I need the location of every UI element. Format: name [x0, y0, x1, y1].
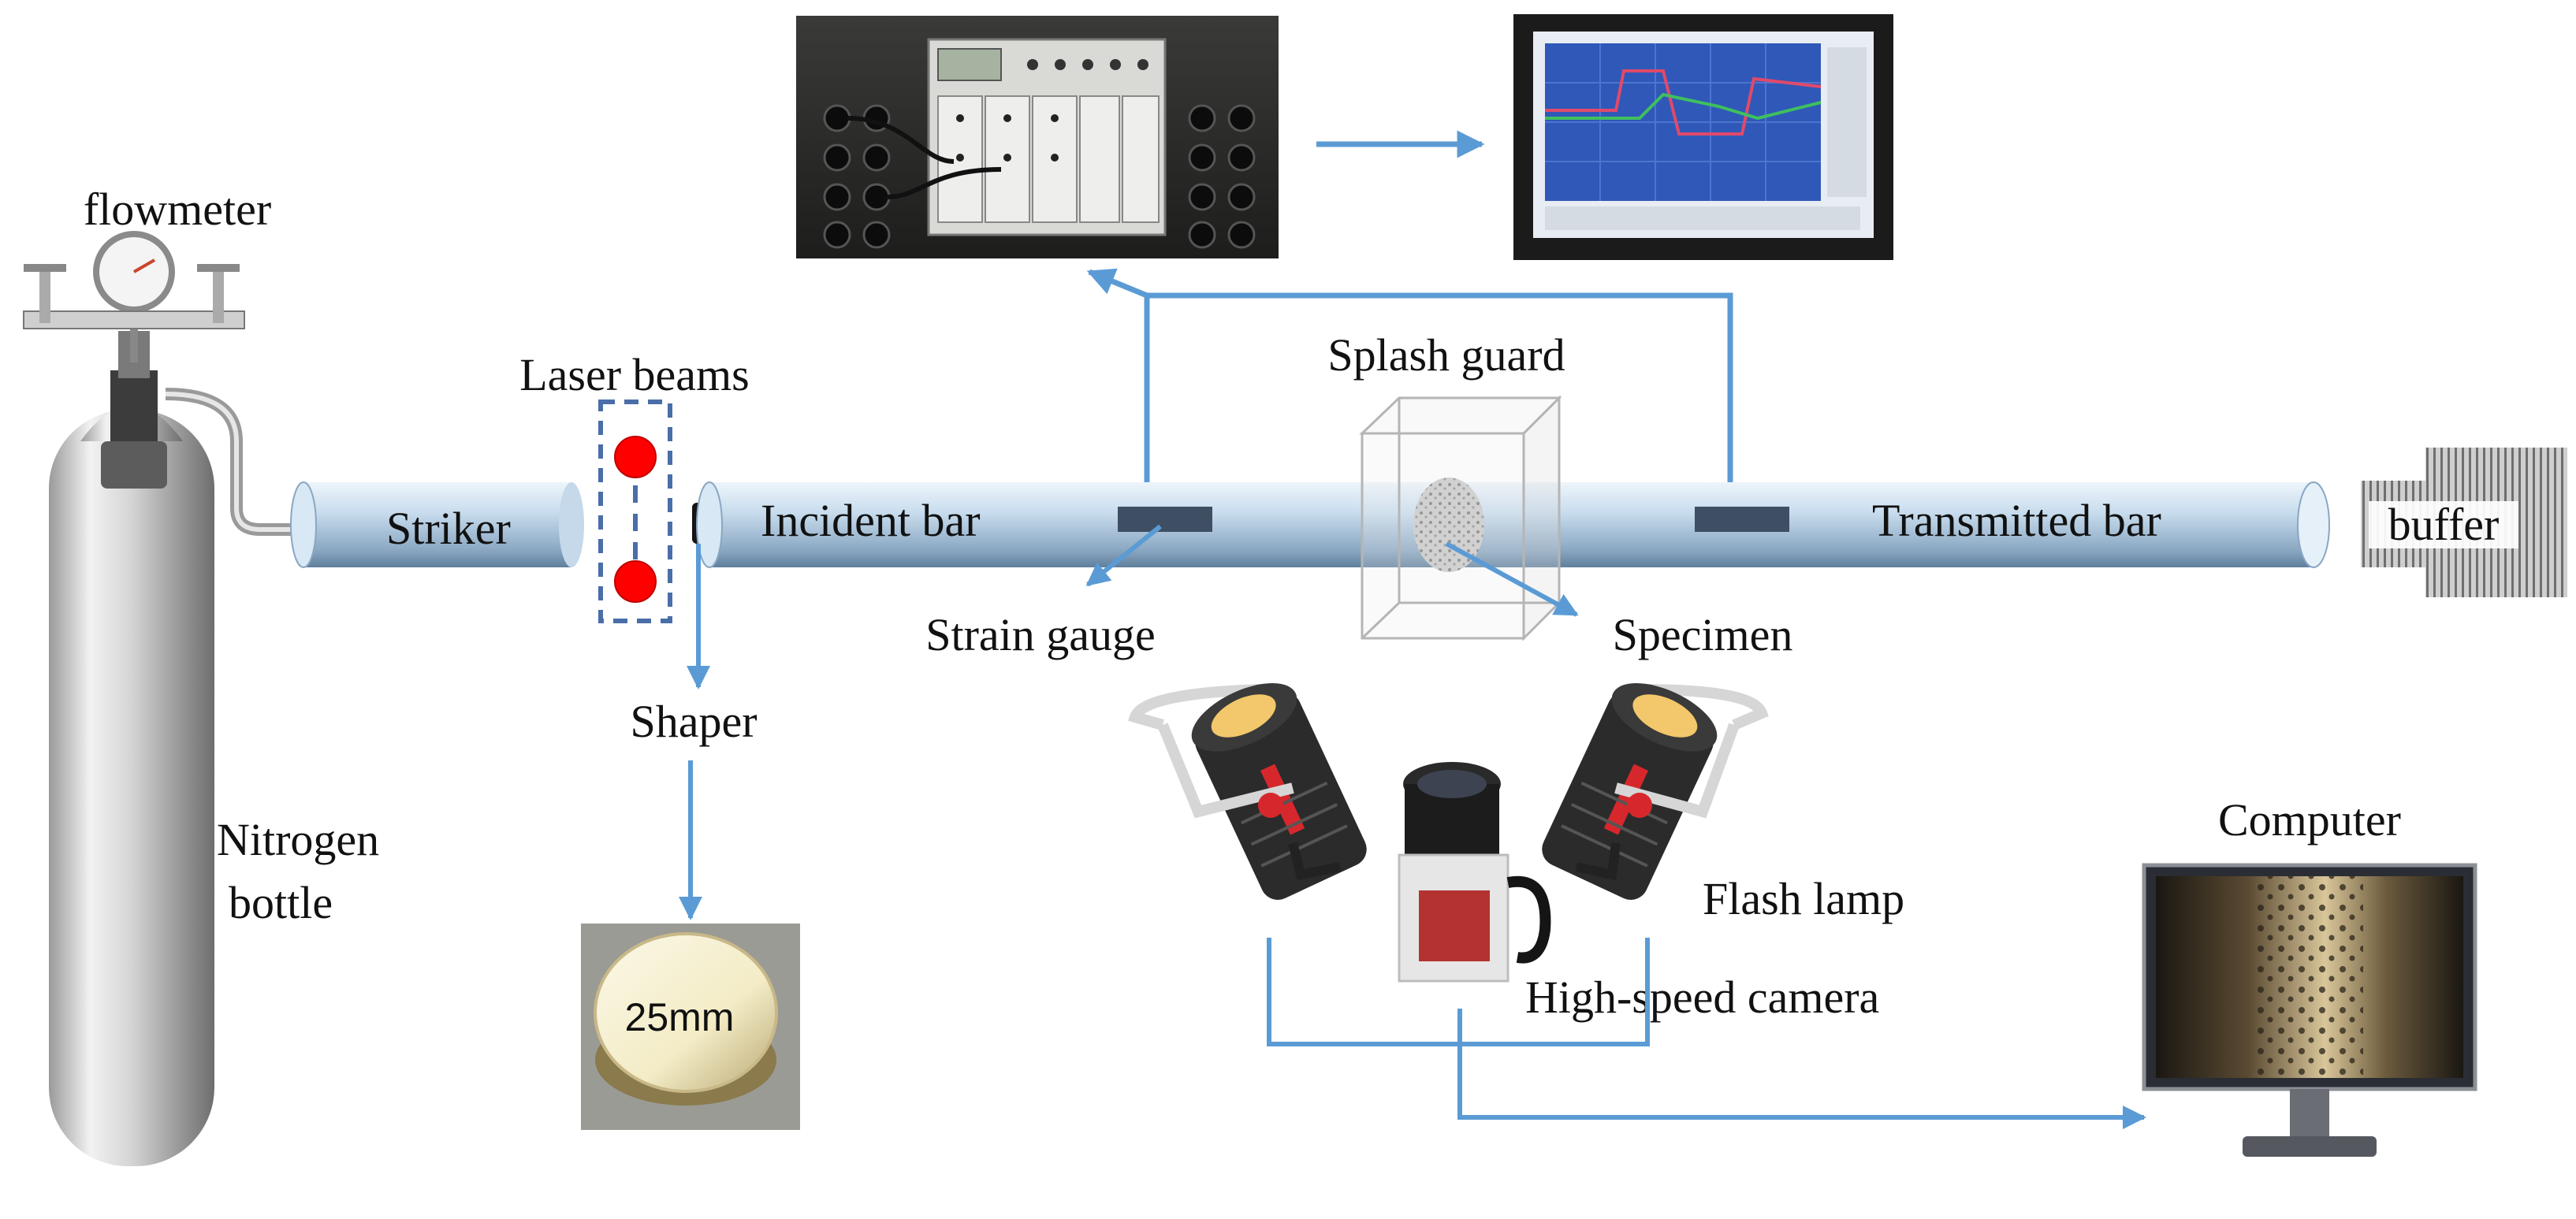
shaper-photo [581, 924, 800, 1130]
bottle-label: bottle [229, 877, 333, 928]
splash-guard-box [1359, 395, 1562, 641]
splash-guard-label: Splash guard [1327, 329, 1565, 381]
striker-label: Striker [386, 503, 511, 554]
incident-bar-label: Incident bar [761, 495, 981, 546]
flash-lamp-right [1542, 682, 1769, 900]
transmitted-strain-gauge [1695, 507, 1789, 532]
transmitted-bar [1446, 481, 2330, 568]
shaper-label: Shaper [630, 696, 757, 747]
buffer-label: buffer [2388, 499, 2500, 550]
gauge-signal-wires [1086, 268, 1733, 498]
high-speed-camera-label: High-speed camera [1525, 972, 1879, 1023]
callout-arrows [679, 524, 1579, 920]
flash-lamp-label: Flash lamp [1703, 873, 1904, 924]
high-speed-camera [1398, 762, 1551, 983]
specimen-arrow [1445, 541, 1579, 617]
incident-bar [696, 481, 1521, 568]
camera-trigger-wires [1267, 938, 2146, 1129]
strain-gauge-label: Strain gauge [925, 609, 1156, 660]
flowmeter-label: flowmeter [84, 184, 271, 235]
computer-label: Computer [2218, 794, 2401, 845]
flowmeter-gauge [23, 231, 245, 362]
nitrogen-bottle [49, 331, 307, 1166]
nitrogen-label: Nitrogen [217, 814, 379, 865]
computer-monitor [2142, 863, 2477, 1157]
oscilloscope-monitor [1513, 14, 1893, 260]
flash-lamp-left [1128, 682, 1367, 900]
transmitted-bar-label: Transmitted bar [1872, 495, 2161, 546]
striker-bar [290, 481, 584, 568]
incident-strain-gauge [1118, 507, 1212, 532]
laser-emitter-dot [614, 436, 657, 478]
strain-amplifier-panel [796, 16, 1279, 258]
laser-beams-label: Laser beams [519, 349, 749, 400]
buffer-spring [2361, 448, 2567, 597]
laser-receiver-dot [614, 560, 657, 603]
strain-gauge-arrow [1085, 524, 1162, 587]
shaper-size-label: 25mm [625, 995, 735, 1039]
laser-beams-box [598, 400, 672, 623]
specimen-label: Specimen [1613, 609, 1793, 660]
specimen [1413, 478, 1484, 572]
